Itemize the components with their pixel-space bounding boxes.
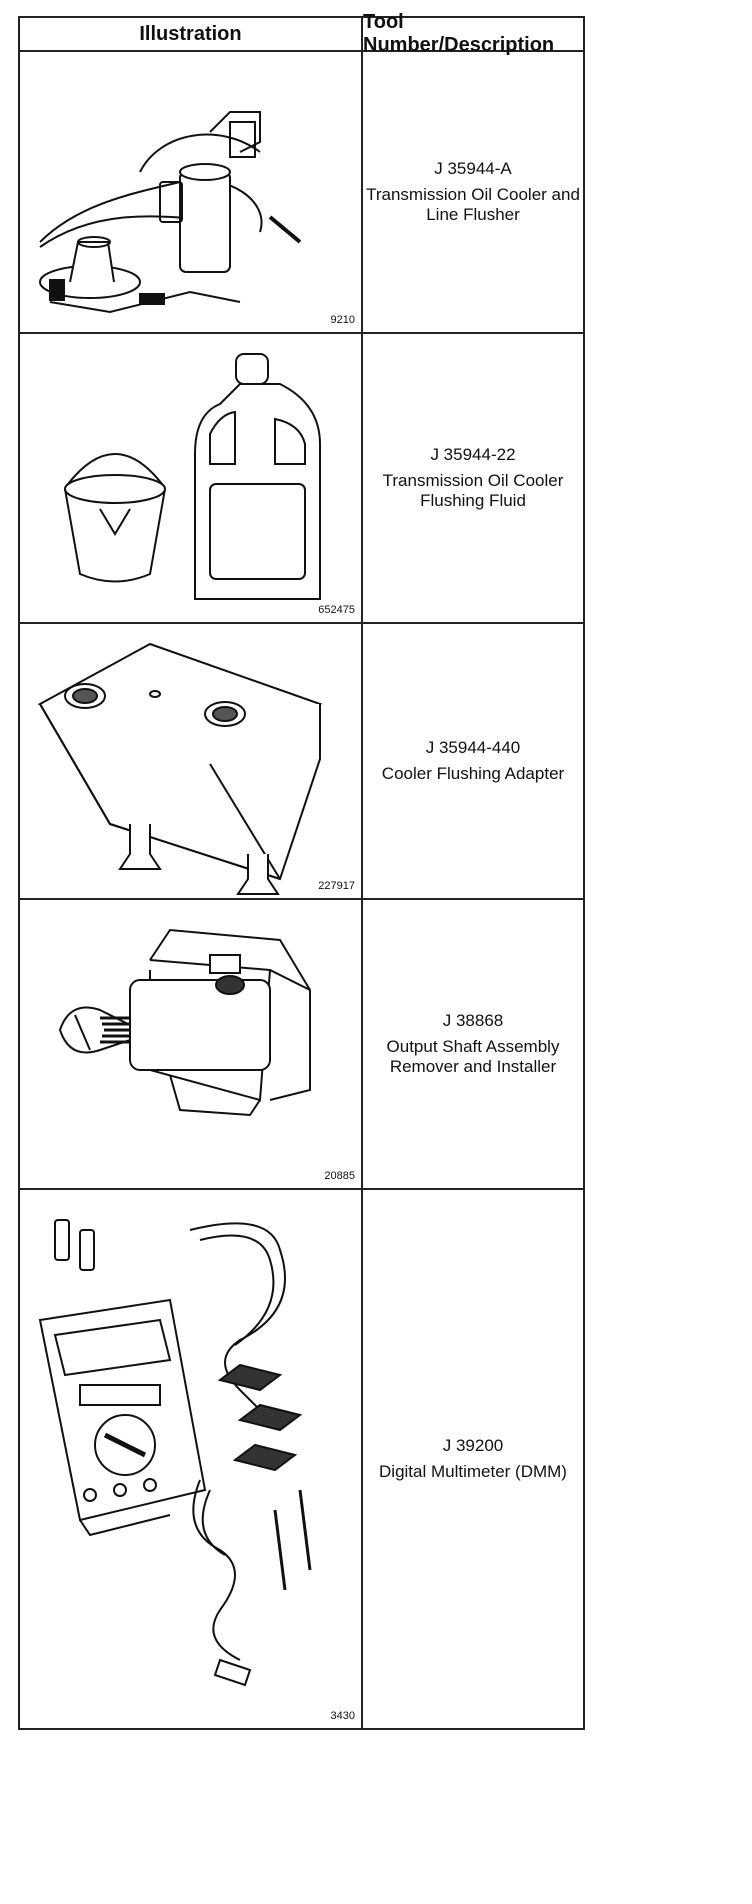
figure-number: 20885 [324,1170,355,1182]
tool-number: J 39200 [442,1436,504,1455]
header-tool-description: Tool Number/Description [363,11,555,56]
description-cell: J 35944-22 Transmission Oil Cooler Flush… [363,334,583,622]
oil-cooler-flusher-icon [39,111,302,314]
tool-number: J 38868 [442,1011,504,1030]
description-cell: J 39200 Digital Multimeter (DMM) [363,1190,583,1728]
tool-description: Output Shaft Assembly Remover and Instal… [386,1037,560,1076]
figure-number: 652475 [318,604,355,616]
multimeter-icon [38,1219,312,1687]
table-row: 227917 J 35944-440 Cooler Flushing Adapt… [20,624,583,900]
tool-number: J 35944-22 [430,445,516,464]
illustration-cell: 9210 [20,52,363,332]
header-illustration: Illustration [20,18,363,50]
illustration-cell: 3430 [20,1190,363,1728]
tool-description: Transmission Oil Cooler and Line Flusher [366,185,580,224]
tool-number: J 35944-440 [425,738,521,757]
tool-description: Digital Multimeter (DMM) [379,1462,567,1481]
description-cell: J 35944-440 Cooler Flushing Adapter [363,624,583,898]
tool-description: Transmission Oil Cooler Flushing Fluid [382,471,564,510]
flushing-fluid-icon [64,353,321,600]
output-shaft-tool-icon [58,928,311,1117]
description-cell: J 35944-A Transmission Oil Cooler and Li… [363,52,583,332]
table-header: Illustration Tool Number/Description [20,11,583,56]
description-cell: J 38868 Output Shaft Assembly Remover an… [363,900,583,1188]
tool-number: J 35944-A [434,159,512,178]
illustration-cell: 227917 [20,624,363,898]
figure-number: 9210 [330,314,355,326]
table-row: 9210 J 35944-A Transmission Oil Cooler a… [20,52,583,334]
illustration-cell: 652475 [20,334,363,622]
tool-table: Illustration Tool Number/Description [18,11,585,1730]
figure-number: 3430 [330,1710,355,1722]
table-row: 652475 J 35944-22 Transmission Oil Coole… [20,334,583,624]
flushing-adapter-icon [37,642,323,895]
tool-description: Cooler Flushing Adapter [381,764,565,783]
figure-number: 227917 [318,880,355,892]
table-row: 20885 J 38868 Output Shaft Assembly Remo… [20,900,583,1190]
table-row: 3430 J 39200 Digital Multimeter (DMM) [20,1190,583,1728]
illustration-cell: 20885 [20,900,363,1188]
